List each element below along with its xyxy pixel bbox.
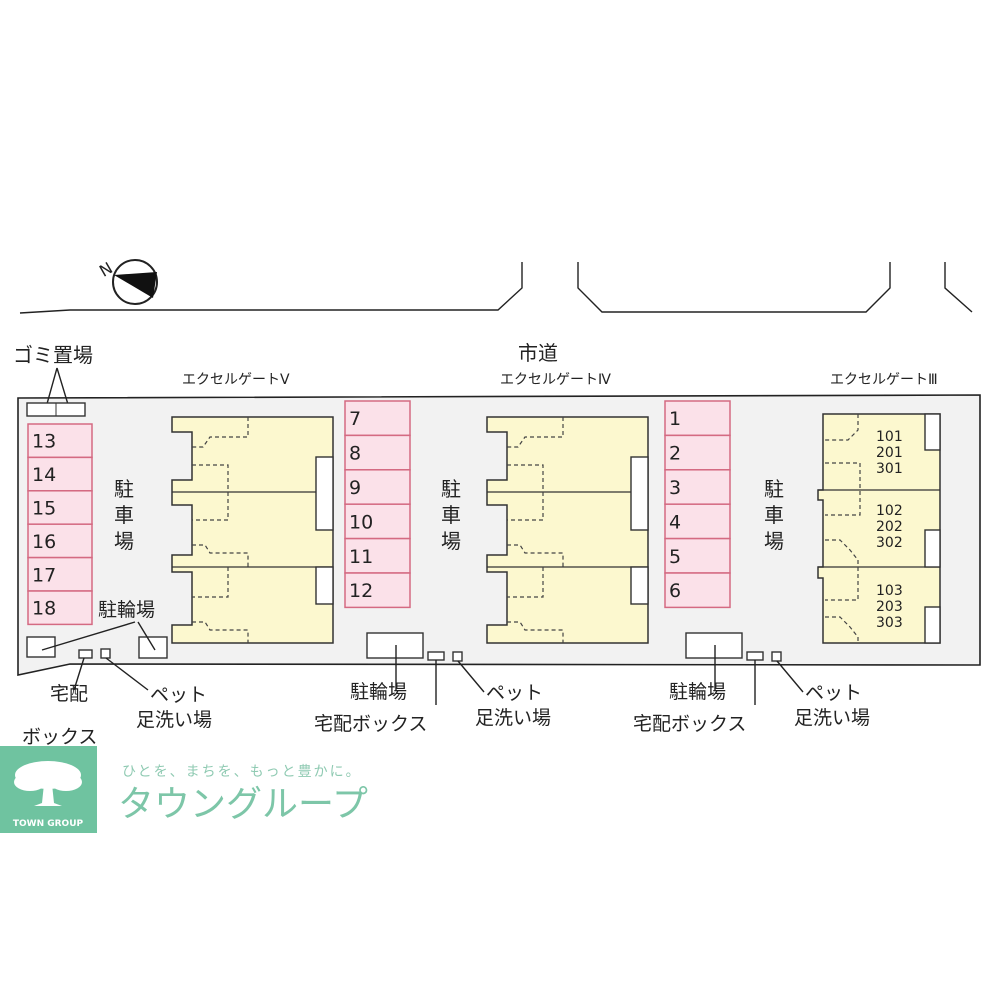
unit-number: 202 (876, 519, 903, 535)
pet-foot-wash (771, 651, 782, 662)
delivery-box-label: ボックス (22, 726, 97, 748)
facilities-iii: 駐輪場 宅配ボックス ペット 足洗い場 (633, 632, 870, 735)
unit-number: 301 (876, 461, 903, 477)
town-group-logo: TOWN GROUP ひとを、まちを、もっと豊かに。 タウングループ (0, 746, 368, 833)
unit-number: 303 (876, 615, 903, 631)
parking-space-number: 1 (669, 408, 681, 430)
parking-space-number: 12 (349, 580, 373, 602)
building-name-iv: エクセルゲートⅣ (500, 372, 611, 388)
parking-space (27, 590, 93, 626)
parking-space (344, 537, 411, 574)
delivery-box (427, 651, 445, 661)
building-name-iii: エクセルゲートⅢ (830, 372, 938, 388)
pet-wash-label: ペット (150, 684, 207, 706)
building-name-v: エクセルゲートⅤ (182, 372, 290, 388)
parking-space-number: 9 (349, 477, 361, 499)
delivery-box-label: 宅配 (50, 683, 88, 705)
logo-brand: タウングループ (118, 784, 368, 825)
delivery-box (746, 651, 764, 661)
parking-space-number: 17 (32, 564, 56, 586)
pet-wash-label: 足洗い場 (475, 707, 551, 729)
parking-label: 場 (441, 529, 461, 553)
parking-space (344, 572, 411, 609)
parking-space (664, 537, 731, 574)
parking-space-number: 18 (32, 598, 56, 620)
garbage-label: ゴミ置場 (13, 343, 93, 367)
parking-label: 駐 (764, 477, 784, 501)
pet-wash-label: ペット (805, 682, 862, 704)
parking-space-number: 6 (669, 580, 681, 602)
bicycle-parking-label: 駐輪場 (669, 681, 726, 703)
parking-space (27, 423, 93, 459)
parking-space-number: 15 (32, 498, 56, 520)
parking-label: 駐 (114, 477, 134, 501)
delivery-box (78, 649, 93, 659)
parking-space-number: 2 (669, 443, 681, 465)
parking-space-number: 8 (349, 443, 361, 465)
pet-wash-label: ペット (486, 682, 543, 704)
parking-label: 車 (764, 503, 784, 527)
parking-space-number: 14 (32, 464, 56, 486)
logo-emblem-text: TOWN GROUP (13, 819, 84, 829)
parking-space-number: 5 (669, 546, 681, 568)
logo-tagline: ひとを、まちを、もっと豊かに。 (122, 764, 362, 780)
pet-foot-wash (452, 651, 463, 662)
pet-wash-label: 足洗い場 (136, 709, 212, 731)
bicycle-parking-area (26, 636, 56, 658)
building-iv (486, 416, 649, 644)
parking-space (344, 400, 411, 437)
building-iii: 101 201 301 102 202 302 103 203 303 (817, 413, 941, 644)
parking-space-number: 4 (669, 511, 681, 533)
parking-space-number: 7 (349, 408, 361, 430)
parking-label: 車 (114, 503, 134, 527)
parking-label: 場 (114, 529, 134, 553)
unit-number: 302 (876, 535, 903, 551)
parking-space-number: 10 (349, 511, 373, 533)
pet-wash-label: 足洗い場 (794, 707, 870, 729)
road-edge (19, 262, 973, 314)
parking-space (344, 503, 411, 540)
pet-foot-wash (100, 648, 111, 659)
parking-space-number: 3 (669, 477, 681, 499)
delivery-box-label: 宅配ボックス (314, 713, 427, 735)
parking-space (664, 572, 731, 609)
delivery-box-label: 宅配ボックス (633, 713, 746, 735)
facilities-iv: 駐輪場 宅配ボックス ペット 足洗い場 (314, 632, 551, 735)
bicycle-parking-label: 駐輪場 (98, 599, 155, 621)
parking-space-number: 16 (32, 531, 56, 553)
bicycle-parking-area (685, 632, 743, 659)
parking-space-number: 13 (32, 431, 56, 453)
unit-number: 101 (876, 429, 903, 445)
parking-space (664, 469, 731, 505)
unit-number: 203 (876, 599, 903, 615)
parking-space (664, 503, 731, 540)
bicycle-parking-area (366, 632, 424, 659)
parking-label: 駐 (441, 477, 461, 501)
unit-number: 201 (876, 445, 903, 461)
parking-label: 車 (441, 503, 461, 527)
road-label: 市道 (518, 341, 558, 365)
parking-space-number: 11 (349, 546, 373, 568)
unit-number: 102 (876, 503, 903, 519)
parking-space (27, 490, 93, 525)
building-v (171, 416, 334, 644)
unit-number: 103 (876, 583, 903, 599)
parking-label: 場 (764, 529, 784, 553)
tree-icon (14, 761, 82, 806)
bicycle-parking-label: 駐輪場 (350, 681, 407, 703)
parking-space (27, 556, 93, 592)
compass-icon: N (96, 258, 158, 305)
parking-space (344, 469, 411, 505)
